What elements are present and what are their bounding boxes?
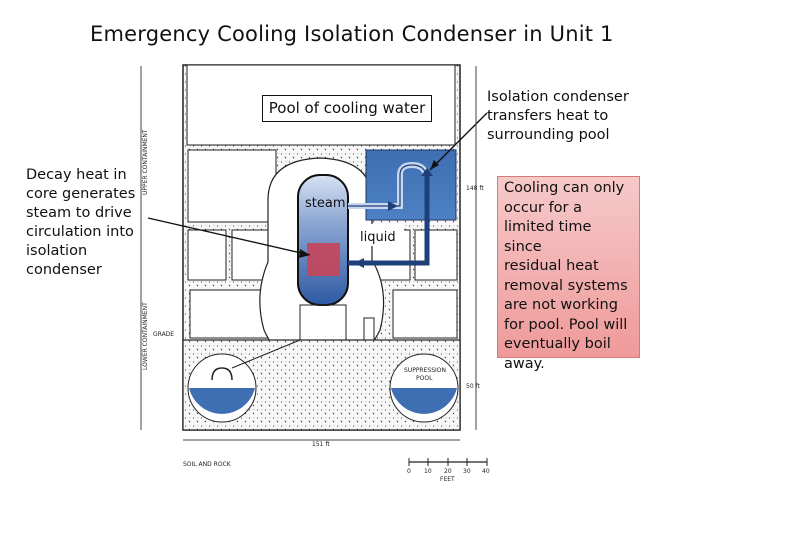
scale-tick-40: 40 (482, 468, 490, 475)
height-upper-label: 148 ft (466, 185, 484, 192)
suppression-pool-label-1: SUPPRESSION (404, 367, 446, 374)
suppression-pool-label-2: POOL (416, 375, 433, 382)
reactor-vessel (297, 174, 349, 306)
reactor-core (307, 243, 340, 276)
cooling-note: Cooling can only occur for a limited tim… (497, 176, 640, 372)
scale-tick-0: 0 (407, 468, 411, 475)
page-title: Emergency Cooling Isolation Condenser in… (90, 22, 614, 46)
scale-tick-20: 20 (444, 468, 452, 475)
decay-heat-callout: Decay heat in core generates steam to dr… (26, 167, 136, 278)
lower-containment-label: LOWER CONTAINMENT (142, 302, 149, 370)
pool-label: Pool of cooling water (262, 95, 432, 122)
isolation-condenser-callout: Isolation condenser transfers heat to su… (487, 89, 629, 143)
liquid-label: liquid (360, 230, 396, 245)
scale-tick-30: 30 (463, 468, 471, 475)
soil-rock-label: SOIL AND ROCK (183, 461, 232, 468)
scale-tick-10: 10 (424, 468, 432, 475)
width-label: 151 ft (312, 441, 330, 448)
grade-label: GRADE (153, 331, 174, 338)
steam-label: steam (305, 196, 346, 211)
height-lower-label: 50 ft (466, 383, 481, 390)
upper-containment-label: UPPER CONTAINMENT (142, 129, 149, 195)
condenser-pool (365, 149, 457, 221)
liquid-pipe (348, 175, 430, 266)
scale-unit: FEET (440, 476, 455, 483)
